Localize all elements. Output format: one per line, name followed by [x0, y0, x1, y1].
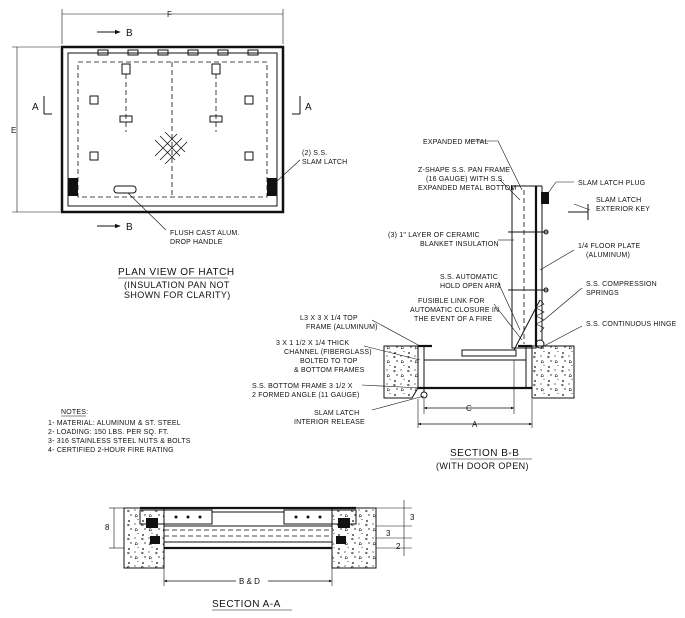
label-interior-release-1: SLAM LATCH	[314, 410, 359, 417]
plan-side-brackets	[89, 95, 254, 161]
label-ceramic-2: BLANKET INSULATION	[420, 241, 499, 248]
concrete-left	[383, 345, 419, 399]
label-hold-open-1: S.S. AUTOMATIC	[440, 274, 498, 281]
drop-handle	[113, 185, 137, 194]
dim-c: C	[466, 404, 472, 413]
label-ext-key-1: SLAM LATCH	[596, 197, 641, 204]
section-b-leaders	[361, 140, 591, 411]
label-channel-3: BOLTED TO TOP	[300, 358, 358, 365]
cut-b-top: B	[126, 28, 133, 39]
plan-hold-open-arms	[119, 63, 223, 132]
plan-title: PLAN VIEW OF HATCH	[118, 267, 235, 278]
label-channel-4: & BOTTOM FRAMES	[294, 367, 365, 374]
plan-top-bolts	[97, 49, 259, 56]
label-ext-key-2: EXTERIOR KEY	[596, 206, 650, 213]
label-expanded-metal: EXPANDED METAL	[423, 139, 489, 146]
section-b-subtitle: (WITH DOOR OPEN)	[436, 461, 529, 471]
label-interior-release-2: INTERIOR RELEASE	[294, 419, 365, 426]
label-bottom-frame-2: 2 FORMED ANGLE (11 GAUGE)	[252, 392, 360, 399]
section-a-title: SECTION A-A	[212, 599, 281, 610]
plan-subtitle-1: (INSULATION PAN NOT	[124, 280, 230, 290]
label-channel-2: CHANNEL (FIBERGLASS)	[284, 349, 372, 356]
label-floor-plate-1: 1/4 FLOOR PLATE	[578, 243, 641, 250]
label-z-shape-3: EXPANDED METAL BOTTOM	[418, 185, 516, 192]
cut-a-right: A	[305, 102, 312, 113]
dim-f: F	[167, 10, 172, 19]
label-channel-1: 3 X 1 1/2 X 1/4 THICK	[276, 340, 349, 347]
label-top-frame-1: L3 X 3 X 1/4 TOP	[300, 315, 358, 322]
dim-a: A	[472, 420, 478, 429]
section-b-title: SECTION B-B	[450, 448, 519, 459]
label-fusible-3: THE EVENT OF A FIRE	[414, 316, 492, 323]
label-hinge: S.S. CONTINUOUS HINGE	[586, 321, 677, 328]
cut-a-left: A	[32, 102, 39, 113]
label-floor-plate-2: (ALUMINUM)	[586, 252, 630, 259]
callout-drop-handle-2: DROP HANDLE	[170, 239, 223, 246]
cut-b-bottom: B	[126, 222, 133, 233]
label-top-frame-2: FRAME (ALUMINUM)	[306, 324, 378, 331]
label-fusible-1: FUSIBLE LINK FOR	[418, 298, 485, 305]
expanded-metal-symbol	[154, 131, 188, 165]
label-z-shape-2: (16 GAUGE) WITH S.S.	[426, 176, 505, 183]
plan-view: F E	[11, 9, 347, 300]
dim-3-top: 3	[410, 513, 415, 522]
label-ceramic-1: (3) 1" LAYER OF CERAMIC	[388, 232, 480, 239]
callout-slam-latch-2: SLAM LATCH	[302, 159, 347, 166]
note-2: 2- LOADING: 150 LBS. PER SQ. FT.	[48, 429, 169, 436]
dim-3-mid: 3	[386, 529, 391, 538]
section-a-view: 8 3 3 2 B & D SECTION A-A	[105, 500, 415, 611]
label-springs-1: S.S. COMPRESSION	[586, 281, 657, 288]
callout-slam-latch-1: (2) S.S.	[302, 150, 327, 157]
concrete-right	[531, 345, 575, 399]
note-1: 1- MATERIAL: ALUMINUM & ST. STEEL	[48, 420, 181, 427]
dim-b-and-d: B & D	[239, 577, 260, 586]
label-z-shape-1: Z-SHAPE S.S. PAN FRAME	[418, 167, 510, 174]
label-bottom-frame-1: S.S. BOTTOM FRAME 3 1/2 X	[252, 383, 353, 390]
dim-8: 8	[105, 523, 110, 532]
section-a-bolts	[174, 515, 322, 519]
label-fusible-2: AUTOMATIC CLOSURE IN	[410, 307, 499, 314]
notes-heading: NOTES:	[61, 409, 88, 416]
note-4: 4- CERTIFIED 2-HOUR FIRE RATING	[48, 447, 174, 454]
notes-block: NOTES: 1- MATERIAL: ALUMINUM & ST. STEEL…	[48, 409, 191, 454]
dim-e: E	[11, 126, 16, 135]
label-slam-latch-plug: SLAM LATCH PLUG	[578, 180, 645, 187]
section-b-view: C A EXPANDED METAL Z-SHAPE S.S. PAN FRAM…	[252, 139, 677, 471]
label-springs-2: SPRINGS	[586, 290, 619, 297]
door-bolts	[508, 229, 549, 293]
plan-slam-latches	[68, 178, 277, 196]
callout-drop-handle-1: FLUSH CAST ALUM.	[170, 230, 240, 237]
note-3: 3- 316 STAINLESS STEEL NUTS & BOLTS	[48, 438, 191, 445]
plan-subtitle-2: SHOWN FOR CLARITY)	[124, 290, 231, 300]
label-hold-open-2: HOLD OPEN ARM	[440, 283, 501, 290]
dim-2: 2	[396, 542, 401, 551]
